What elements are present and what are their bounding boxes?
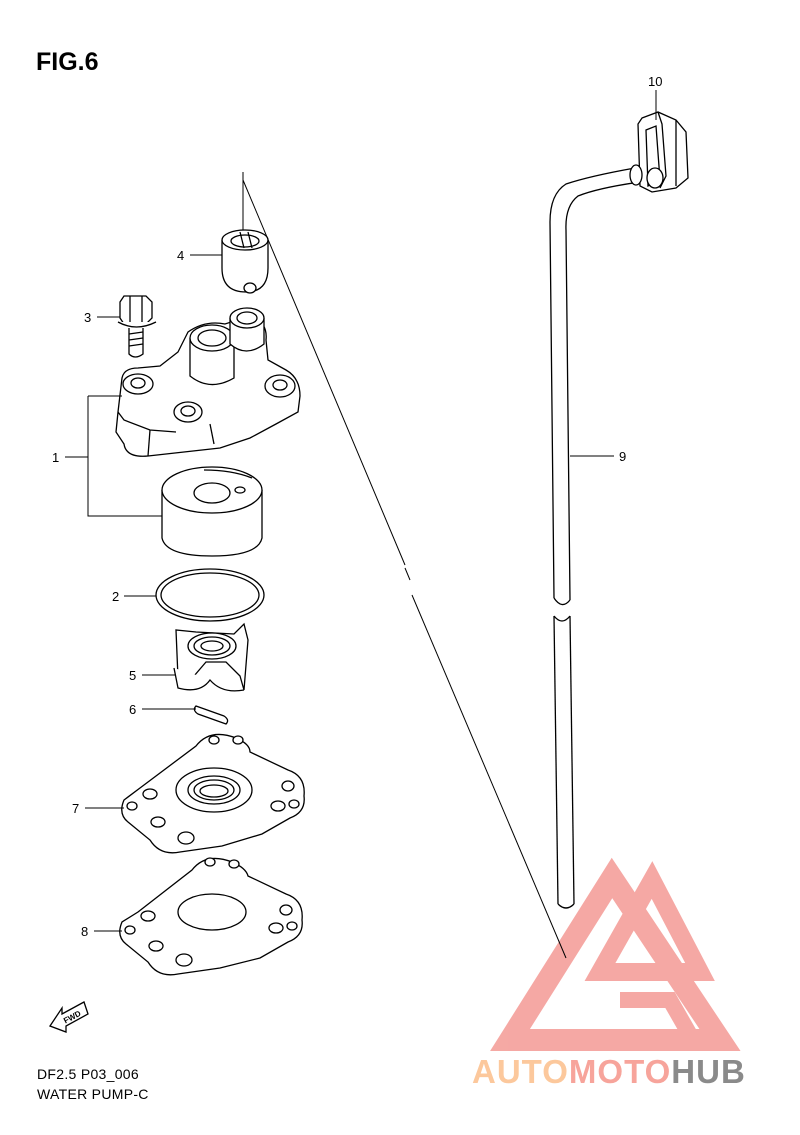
callout-10: 10 (648, 74, 662, 89)
assembly-guide-line (242, 172, 567, 959)
callout-7: 7 (72, 801, 79, 816)
forward-arrow-icon: FWD (49, 1001, 89, 1033)
callout-5: 5 (129, 668, 136, 683)
watermark-part-auto: AUTO (472, 1053, 569, 1090)
callout-numbers: 1 2 3 4 5 6 7 8 9 10 (52, 74, 662, 939)
callout-6: 6 (129, 702, 136, 717)
water-hose-part[interactable] (549, 164, 643, 909)
figure-code: DF2.5 P03_006 (37, 1066, 139, 1082)
figure-title: FIG.6 (36, 48, 99, 76)
callout-2: 2 (112, 589, 119, 604)
watermark-text: AUTOMOTOHUB (472, 1053, 746, 1091)
callout-8: 8 (81, 924, 88, 939)
figure-name: WATER PUMP-C (37, 1086, 149, 1102)
pin-part[interactable] (193, 705, 229, 725)
callout-9: 9 (619, 449, 626, 464)
callout-4: 4 (177, 248, 184, 263)
callout-1: 1 (52, 450, 59, 465)
hose-fitting-part[interactable] (221, 229, 269, 294)
pump-case-part[interactable] (115, 307, 301, 457)
watermark-logo-icon (490, 857, 741, 1051)
watermark-part-hub: HUB (671, 1053, 746, 1090)
pump-plate-part[interactable] (121, 733, 305, 854)
bolt-part[interactable] (117, 295, 157, 358)
o-ring-part[interactable] (155, 568, 265, 622)
grommet-part[interactable] (637, 111, 689, 193)
impeller-housing-part[interactable] (161, 466, 263, 557)
callout-leaders (65, 90, 657, 932)
gasket-part[interactable] (119, 857, 303, 976)
watermark-part-moto: MOTO (568, 1053, 672, 1090)
impeller-part[interactable] (173, 622, 249, 692)
callout-3: 3 (84, 310, 91, 325)
